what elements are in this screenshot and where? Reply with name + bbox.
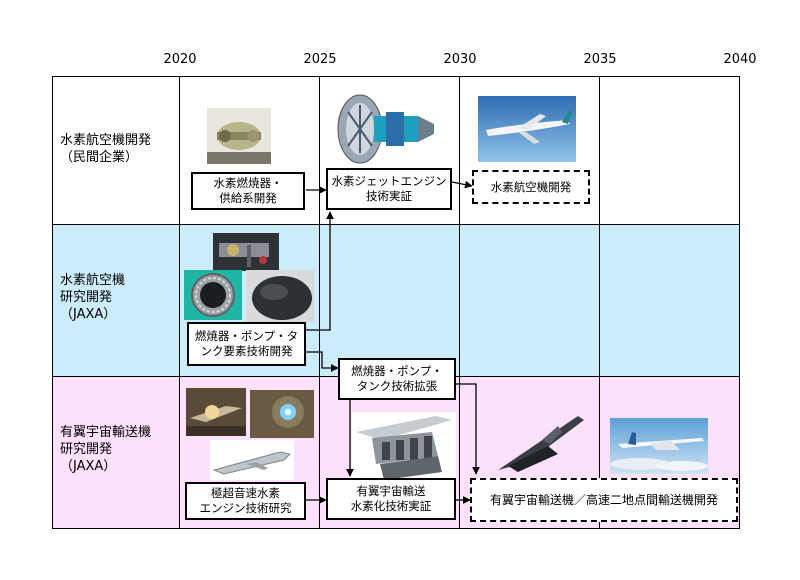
box-hypersonic-engine-research: 極超音速水素 エンジン技術研究	[185, 482, 306, 520]
supersonic-transport-render	[610, 418, 708, 474]
year-2025: 2025	[303, 52, 337, 67]
grid-line	[739, 76, 740, 528]
hypersonic-test-photo-1	[186, 388, 246, 436]
grid-line	[459, 76, 460, 528]
hypersonic-vehicle-model	[210, 440, 294, 480]
hypersonic-test-photo-2	[250, 390, 314, 438]
jet-engine-cutaway	[330, 90, 438, 168]
box-hydrogen-aircraft-dev: 水素航空機開発	[472, 170, 590, 204]
box-winged-demo: 有翼宇宙輸送 水素化技術実証	[326, 478, 456, 520]
composite-tank-photo	[246, 270, 314, 322]
row-label-jaxa-space: 有翼宇宙輸送機 研究開発 （JAXA）	[60, 425, 152, 474]
hydrogen-airliner	[478, 96, 576, 162]
grid-line	[52, 76, 740, 77]
grid-line	[52, 76, 53, 528]
lab-equipment-photo	[213, 233, 279, 271]
year-2030: 2030	[443, 52, 477, 67]
year-2040: 2040	[723, 52, 757, 67]
combustor-ring-photo	[184, 270, 242, 320]
grid-line	[319, 76, 320, 528]
row-band-jaxa-aircraft	[52, 224, 740, 376]
grid-line	[52, 224, 740, 225]
grid-line	[179, 76, 180, 528]
row-label-jaxa-aircraft: 水素航空機 研究開発 （JAXA）	[60, 273, 126, 322]
row-label-private: 水素航空機開発 （民間企業）	[60, 133, 152, 165]
box-jet-engine-demo: 水素ジェットエンジン 技術実証	[326, 168, 452, 210]
cutaway-spaceplane-engine	[352, 412, 456, 484]
box-tech-expansion: 燃焼器・ポンプ・ タンク技術拡張	[338, 358, 456, 400]
winged-spaceplane-render	[488, 410, 588, 480]
year-2020: 2020	[163, 52, 197, 67]
box-winged-transport-dev: 有翼宇宙輸送機／高速二地点間輸送機開発	[470, 478, 738, 522]
grid-line	[52, 528, 740, 529]
box-component-tech-dev: 燃焼器・ポンプ・タ ンク要素技術開発	[187, 322, 306, 366]
year-2035: 2035	[583, 52, 617, 67]
grid-line	[599, 76, 600, 528]
engine-component-photo	[207, 108, 271, 164]
box-burner-supply-dev: 水素燃焼器・ 供給系開発	[191, 172, 305, 210]
